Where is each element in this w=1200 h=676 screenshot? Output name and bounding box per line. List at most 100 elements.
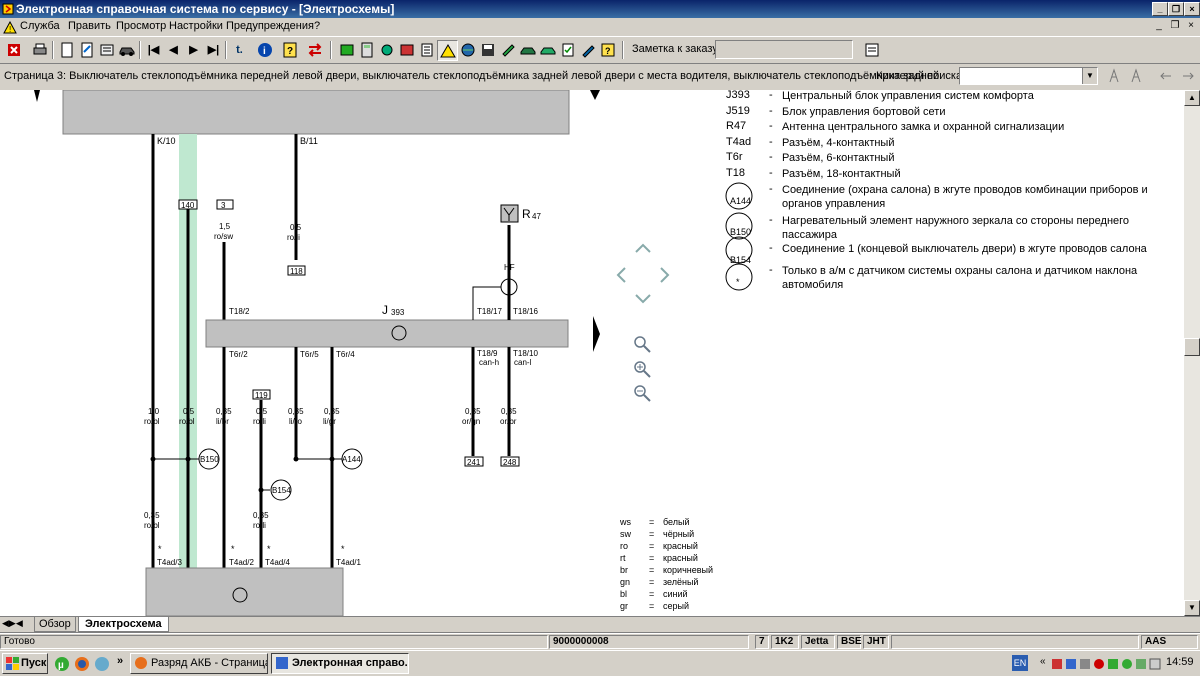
mdi-minimize-button[interactable]: _ [1156,20,1162,31]
pencil-icon[interactable] [578,40,597,59]
prev-page-icon[interactable]: ◀ [169,44,178,56]
nav-prev-icon[interactable] [1156,66,1175,85]
task-browser[interactable]: Разряд АКБ - Страница... [130,653,268,674]
tab-scroll-icons[interactable]: ◀▶◀ [2,618,23,628]
edit-document-icon[interactable] [77,40,96,59]
scroll-up-button[interactable]: ▲ [1184,90,1200,106]
color-code: ro [620,541,629,551]
minimize-button[interactable]: _ [1152,2,1168,16]
info-icon[interactable]: i [255,40,274,59]
status-field-gearbox: JHT [863,635,889,649]
search-forward-icon[interactable] [1106,66,1125,85]
zoom-in-icon[interactable] [634,361,651,378]
ref-box-241: 241 [467,458,481,467]
search-back-icon[interactable] [1128,66,1147,85]
print-icon[interactable] [30,40,49,59]
zoom-fit-icon[interactable] [634,336,651,353]
close-button[interactable]: × [1184,2,1200,16]
quicklaunch-torrent-icon[interactable]: µ [54,656,70,675]
color-code: br [620,565,629,575]
wire-label: 0,35 [216,407,232,416]
pan-right-icon[interactable] [660,267,670,283]
quicklaunch-explorer-icon[interactable] [94,656,110,675]
restore-button[interactable]: ❐ [1168,2,1184,16]
pan-down-icon[interactable] [635,294,651,304]
color-name: чёрный [663,529,695,539]
menu-service[interactable]: Служба [20,20,60,32]
scroll-thumb[interactable] [1184,338,1200,356]
menu-warnings[interactable]: Предупреждения [226,20,314,32]
language-indicator[interactable]: EN [1012,655,1028,671]
taskbar: Пуск µ » Разряд АКБ - Страница... Электр… [0,650,1200,676]
pan-up-icon[interactable] [635,243,651,253]
save-icon[interactable] [478,40,497,59]
swap-icon[interactable] [305,40,324,59]
car-icon[interactable] [117,40,136,59]
j393-label: J [382,303,388,317]
pin-t4ad-2: T4ad/2 [229,558,254,567]
color-name: белый [663,517,690,527]
tray-expand-icon[interactable]: « [1040,656,1046,667]
legend-description: Нагревательный элемент наружного зеркала… [782,215,1130,241]
vehicle-data-icon[interactable] [97,40,116,59]
jump-icon[interactable]: t. [236,43,243,56]
green-tool-icon[interactable] [337,40,356,59]
vertical-scrollbar[interactable]: ▲ ▼ [1184,90,1200,616]
checklist-icon[interactable] [558,40,577,59]
tray-icons[interactable] [1052,657,1162,674]
legend-code: B150 [730,227,752,237]
order-note-button[interactable] [862,40,881,59]
new-document-icon[interactable] [57,40,76,59]
start-button[interactable]: Пуск [2,653,48,674]
last-page-icon[interactable]: ▶| [207,44,220,56]
book-icon[interactable] [397,40,416,59]
quicklaunch-firefox-icon[interactable] [74,656,90,675]
ref-box-248: 248 [503,458,517,467]
mdi-close-button[interactable]: × [1188,20,1194,31]
tab-wiring-diagram[interactable]: Электросхема [78,617,169,632]
help-icon[interactable]: ? [280,40,299,59]
color-name: красный [663,541,698,551]
color-name: серый [663,601,690,611]
globe-icon[interactable] [458,40,477,59]
wire-label: li/gr [323,417,336,426]
document-list-icon[interactable] [417,40,436,59]
page-arrow-right-top [590,90,600,100]
search-criteria-dropdown[interactable]: ▼ [959,67,1098,85]
menu-help[interactable]: ? [314,20,321,32]
zoom-out-icon[interactable] [634,385,651,402]
car-service-icon[interactable] [538,40,557,59]
wrench-icon[interactable] [377,40,396,59]
mdi-restore-button[interactable]: ❐ [1170,20,1180,31]
order-note-field[interactable] [715,40,853,59]
wiring-diagram-view[interactable]: K/10 B/11 0,5 ro/li 118 140 3 1,5 ro/sw … [0,90,1184,616]
first-page-icon[interactable]: |◀ [147,44,160,56]
calculator-icon[interactable] [357,40,376,59]
start-label: Пуск [21,657,47,669]
green-book-icon[interactable] [498,40,517,59]
tab-overview[interactable]: Обзор [34,617,76,632]
task-browser-label: Разряд АКБ - Страница... [151,657,268,669]
next-page-icon[interactable]: ▶ [189,44,198,56]
chevron-down-icon[interactable]: ▼ [1082,68,1097,84]
connector-b150 [198,448,220,470]
status-field-model-year: 7 [755,635,769,649]
quicklaunch-more[interactable]: » [117,655,124,667]
nav-next-icon[interactable] [1178,66,1197,85]
order-note-label: Заметка к заказу: [632,43,721,55]
pin-t6r-4: T6r/4 [336,350,355,359]
exit-icon[interactable] [4,40,23,59]
note-help-icon[interactable]: ? [598,40,617,59]
legend-code: J519 [726,105,750,117]
scroll-down-button[interactable]: ▼ [1184,600,1200,616]
menu-view[interactable]: Просмотр [116,20,167,32]
r47-sub: 47 [532,212,541,221]
truck-icon[interactable] [518,40,537,59]
task-elsa[interactable]: Электронная справо... [271,653,409,674]
page-description: Страница 3: Выключатель стеклоподъёмника… [4,70,940,82]
pin-can-l: can-l [514,358,532,367]
menu-settings[interactable]: Настройки [169,20,223,32]
warning-toolbar-icon[interactable] [437,40,458,61]
menu-edit[interactable]: Править [68,20,111,32]
pan-left-icon[interactable] [616,267,626,283]
